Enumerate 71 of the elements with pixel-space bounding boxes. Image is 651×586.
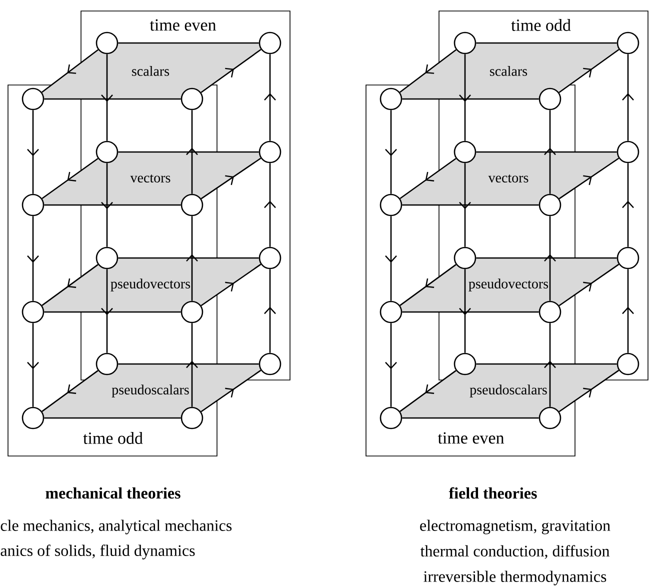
vertex-circle [258,246,282,270]
panel-title: mechanical theories [46,487,180,499]
vertex-circle [22,300,44,324]
connector-line [44,98,181,100]
node-text: vectors [488,174,528,183]
vertex-circle [380,194,402,216]
vertex-circle [96,140,118,164]
connector-line [118,151,259,153]
node-text: pseudovectors [468,278,548,292]
connector-line [44,204,181,206]
description-text: anics of solids, fluid dynamics [0,544,195,560]
connector-line [476,257,617,259]
vertex-circle [538,406,562,430]
vertex-circle [180,300,204,324]
vertex-circle [454,352,476,376]
vertex-circle [454,246,476,270]
layer-parallelogram: vectors [33,152,270,205]
description-text: irreversible thermodynamics [424,570,606,586]
connector-line [402,417,539,419]
layer-parallelogram: pseudoscalars [33,364,270,418]
vertex-circle [96,32,118,54]
connector-line [476,42,617,44]
vertex-circle [22,406,44,430]
connector-line [44,417,181,419]
layer-parallelogram: scalars [33,43,270,99]
vertex-circle [258,352,282,376]
vertex-circle [180,406,204,430]
layer-parallelogram: pseudoscalars [391,364,628,418]
node-text: scalars [132,66,170,76]
description-text: electromagnetism, gravitation [420,520,610,534]
node-text: scalars [490,66,528,76]
layer-parallelogram: scalars [391,43,628,99]
node-text: vectors [130,174,170,183]
node-text: pseudoscalars [112,384,189,398]
description-text: cle mechanics, analytical mechanics [0,520,232,534]
vertex-circle [380,300,402,324]
vertex-circle [22,194,44,216]
layer-parallelogram: pseudovectors [391,258,628,312]
vertex-circle [180,88,204,110]
vertex-circle [258,32,282,54]
vertex-circle [616,32,640,54]
vertex-circle [380,406,402,430]
vertex-circle [22,88,44,110]
vertex-circle [538,300,562,324]
vertex-circle [454,140,476,164]
panel-title: field theories [448,487,537,499]
vertex-circle [180,194,204,216]
connector-line [476,151,617,153]
connector-line [402,204,539,206]
connector-line [118,257,259,259]
layer-parallelogram: vectors [391,152,628,205]
vertex-circle [96,352,118,376]
connector-line [118,363,259,365]
node-text: pseudoscalars [470,384,547,398]
connector-line [44,311,181,313]
description-text: thermal conduction, diffusion [420,545,610,559]
connector-line [402,98,539,100]
vertex-circle [616,352,640,376]
connector-line [402,311,539,313]
layer-parallelogram: pseudovectors [33,258,270,312]
vertex-circle [538,88,562,110]
connector-line [118,42,259,44]
vertex-circle [616,140,640,164]
vertex-circle [616,246,640,270]
vertex-circle [538,194,562,216]
node-text: pseudovectors [110,278,190,292]
vertex-circle [96,246,118,270]
vertex-circle [454,32,476,54]
vertex-circle [258,140,282,164]
vertex-circle [380,88,402,110]
connector-line [476,363,617,365]
